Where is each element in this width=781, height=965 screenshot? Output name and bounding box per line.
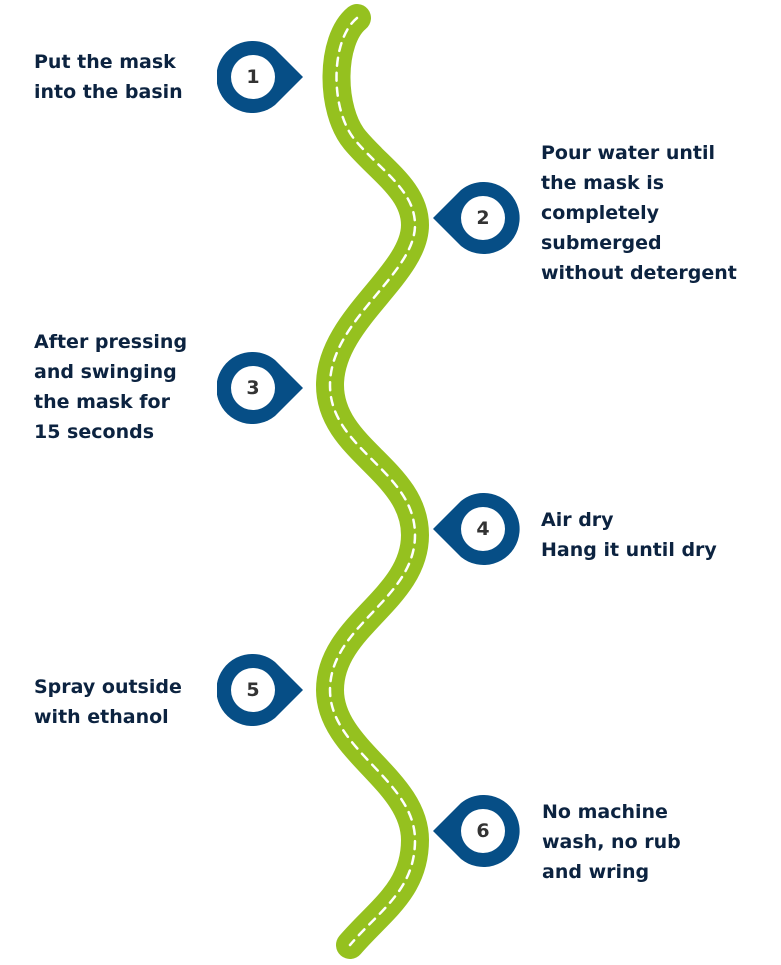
step-4-number: 4 [476, 518, 490, 540]
step-6-marker: 6 [433, 795, 543, 875]
step-3-marker: 3 [217, 352, 327, 432]
step-6-number: 6 [476, 820, 490, 842]
map-pin-icon [217, 654, 303, 726]
map-pin-icon [217, 41, 303, 113]
step-1-marker: 1 [217, 41, 327, 121]
map-pin-icon [217, 352, 303, 424]
step-2-marker: 2 [433, 182, 543, 262]
map-pin-icon [433, 493, 520, 565]
map-pin-icon [433, 182, 520, 254]
step-1-number: 1 [246, 66, 260, 88]
map-pin-icon [433, 795, 520, 867]
step-1-text: Put the mask into the basin [34, 51, 183, 103]
step-5-text: Spray outside with ethanol [34, 676, 182, 728]
step-2-text: Pour water until the mask is completely … [541, 142, 737, 284]
step-6-text: No machine wash, no rub and wring [542, 801, 681, 883]
step-5-marker: 5 [217, 654, 327, 734]
step-4-marker: 4 [433, 493, 543, 573]
step-5-number: 5 [246, 679, 260, 701]
step-4-text: Air dry Hang it until dry [541, 509, 717, 561]
road-center-dashes [328, 16, 417, 947]
step-3-number: 3 [246, 377, 260, 399]
step-3-text: After pressing and swinging the mask for… [34, 331, 188, 443]
step-2-number: 2 [476, 207, 490, 229]
